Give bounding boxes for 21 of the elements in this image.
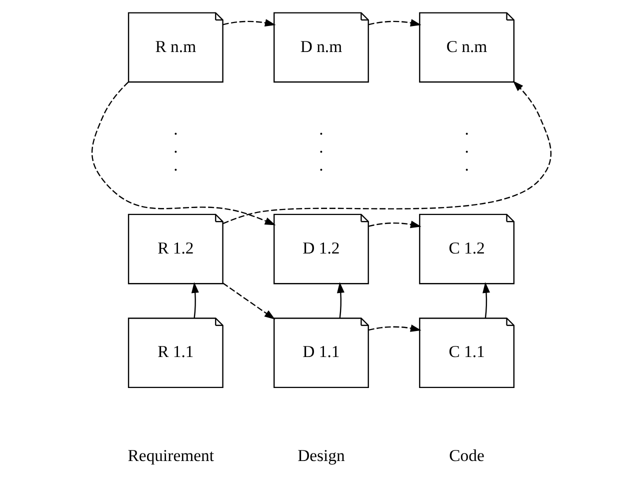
arrow (368, 324, 421, 332)
label: . (318, 120, 323, 139)
label: . (318, 156, 323, 175)
label: . (464, 138, 468, 157)
label: Design (297, 446, 344, 466)
label: Code (448, 446, 484, 466)
arrow (368, 220, 421, 228)
label: . (318, 138, 323, 157)
arrow (368, 19, 421, 26)
label: . (173, 156, 178, 175)
arrow (482, 282, 490, 318)
arrow (190, 282, 198, 318)
arrow (336, 282, 344, 318)
arrow (222, 282, 275, 320)
label: . (464, 156, 468, 175)
label: . (464, 120, 468, 139)
arrow (222, 19, 276, 26)
label: Requirement (127, 446, 214, 466)
label: . (173, 138, 178, 157)
label: . (173, 120, 178, 139)
arrow (91, 82, 276, 226)
